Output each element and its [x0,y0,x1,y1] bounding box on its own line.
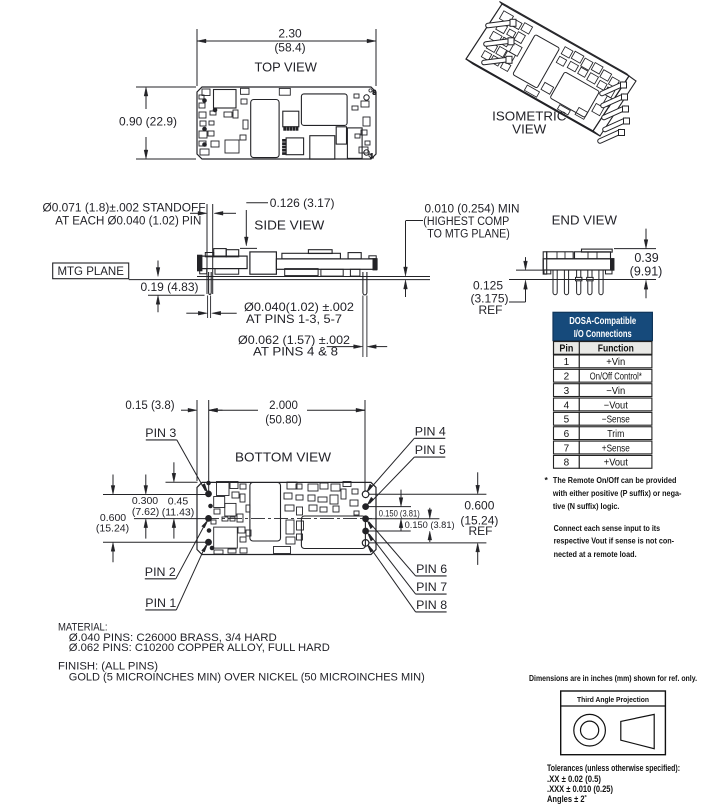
svg-text:TOP VIEW: TOP VIEW [255,59,318,74]
svg-text:−Vin: −Vin [606,386,625,397]
svg-text:Trim: Trim [607,429,624,440]
svg-text:PIN 3: PIN 3 [145,428,176,440]
svg-text:+Vout: +Vout [604,458,628,469]
svg-text:4: 4 [564,400,570,411]
svg-text:The Remote On/Off can be provi: The Remote On/Off can be provided [553,475,677,485]
svg-text:2.000: 2.000 [269,400,298,412]
svg-text:Pin: Pin [559,343,573,354]
svg-text:1: 1 [564,357,570,368]
svg-text:(9.91): (9.91) [630,264,663,278]
svg-text:END VIEW: END VIEW [552,213,618,228]
svg-text:AT PINS 1-3, 5-7: AT PINS 1-3, 5-7 [246,312,342,326]
svg-text:DOSA-Compatible: DOSA-Compatible [569,315,636,327]
svg-text:0.125: 0.125 [473,278,503,292]
svg-text:0.45: 0.45 [168,496,189,508]
svg-text:7: 7 [564,443,570,454]
svg-text:5: 5 [564,415,570,426]
svg-text:Ø.040 PINS: C26000 BRASS, 3/4: Ø.040 PINS: C26000 BRASS, 3/4 HARD [69,632,277,644]
svg-text:(HIGHEST COMP: (HIGHEST COMP [423,216,509,228]
svg-text:MTG PLANE: MTG PLANE [57,266,124,278]
svg-text:Ø.062 PINS: C10200 COPPER ALLO: Ø.062 PINS: C10200 COPPER ALLOY, FULL HA… [69,642,330,654]
svg-text:−Sense: −Sense [602,415,630,426]
svg-text:REF: REF [479,303,503,317]
svg-text:PIN 1: PIN 1 [145,598,176,610]
svg-text:Connect each sense input to it: Connect each sense input to its [554,523,661,533]
svg-text:1: 1 [370,153,374,160]
svg-text:Dimensions are in inches (mm): Dimensions are in inches (mm) shown for … [529,673,697,683]
svg-text:PIN 8: PIN 8 [416,600,447,612]
svg-text:−Vout: −Vout [604,400,628,411]
svg-text:On/Off Control*: On/Off Control* [590,372,642,383]
svg-text:3: 3 [564,386,570,397]
svg-text:GOLD (5 MICROINCHES MIN) OVER: GOLD (5 MICROINCHES MIN) OVER NICKEL (50… [69,671,425,683]
svg-text:(15.24): (15.24) [96,523,129,535]
svg-text:0.010 (0.254) MIN: 0.010 (0.254) MIN [425,203,520,215]
svg-text:(11.43): (11.43) [162,507,195,519]
svg-text:0.600: 0.600 [464,499,494,513]
svg-text:VIEW: VIEW [512,122,547,137]
svg-text:BOTTOM VIEW: BOTTOM VIEW [235,449,332,464]
svg-text:2: 2 [564,372,570,383]
svg-text:+Sense: +Sense [602,443,630,454]
svg-text:Ø0.040(1.02) ±.002: Ø0.040(1.02) ±.002 [244,300,354,314]
svg-text:Tolerances (unless otherwise s: Tolerances (unless otherwise specified): [547,763,680,773]
svg-text:*: * [545,475,549,485]
svg-text:0.15 (3.8): 0.15 (3.8) [125,400,174,412]
svg-text:PIN 5: PIN 5 [415,445,446,457]
svg-text:AT EACH Ø0.040 (1.02) PIN: AT EACH Ø0.040 (1.02) PIN [55,216,201,228]
svg-text:0.600: 0.600 [100,512,126,524]
svg-text:0.90 (22.9): 0.90 (22.9) [119,115,177,129]
svg-text:.XX ± 0.02 (0.5): .XX ± 0.02 (0.5) [547,774,601,784]
svg-text:8: 8 [564,458,570,469]
svg-text:PIN 4: PIN 4 [415,426,447,438]
svg-text:Angles ± 2˚: Angles ± 2˚ [547,794,587,804]
svg-text:I/O Connections: I/O Connections [574,328,632,340]
svg-text:Ø0.062 (1.57) ±.002: Ø0.062 (1.57) ±.002 [238,333,350,347]
svg-text:(58.4): (58.4) [274,41,305,55]
svg-text:Ø0.071 (1.8)±.002 STANDOFF: Ø0.071 (1.8)±.002 STANDOFF [43,203,206,215]
svg-text:(50.80): (50.80) [265,415,302,427]
svg-text:PIN 6: PIN 6 [416,564,447,576]
svg-text:nected at a remote load.: nected at a remote load. [554,549,637,559]
svg-text:Third Angle Projection: Third Angle Projection [577,697,649,704]
svg-text:TO MTG PLANE): TO MTG PLANE) [427,229,510,241]
svg-text:SIDE VIEW: SIDE VIEW [254,218,325,233]
svg-text:ISOMETRIC: ISOMETRIC [492,109,566,124]
svg-text:FINISH: (ALL PINS): FINISH: (ALL PINS) [58,660,158,672]
svg-text:0.300: 0.300 [132,495,158,507]
svg-text:.XXX ± 0.010 (0.25): .XXX ± 0.010 (0.25) [547,784,613,794]
svg-text:tive (N suffix) logic.: tive (N suffix) logic. [553,501,620,511]
svg-text:PIN 7: PIN 7 [416,582,447,594]
svg-text:2.30: 2.30 [278,27,302,41]
svg-text:0.150 (3.81): 0.150 (3.81) [405,520,455,530]
svg-text:AT PINS 4 & 8: AT PINS 4 & 8 [253,345,338,359]
svg-text:0.39: 0.39 [634,251,658,265]
svg-text:6: 6 [564,429,570,440]
svg-text:with either positive (P suffix: with either positive (P suffix) or nega- [552,488,681,498]
svg-text:(3.175): (3.175) [470,292,508,306]
svg-text:Function: Function [598,343,634,354]
svg-text:0.126 (3.17): 0.126 (3.17) [270,196,335,210]
svg-text:REF: REF [469,524,493,538]
svg-text:0.150 (3.81): 0.150 (3.81) [379,509,420,519]
svg-text:MATERIAL:: MATERIAL: [58,622,108,634]
svg-text:0.19 (4.83): 0.19 (4.83) [140,280,198,294]
svg-text:(15.24): (15.24) [460,513,498,527]
svg-text:+Vin: +Vin [606,357,625,368]
svg-text:PIN 2: PIN 2 [145,567,176,579]
svg-text:8: 8 [373,90,377,97]
svg-text:(7.62): (7.62) [132,506,159,518]
svg-text:respective Vout if sense is no: respective Vout if sense is not con- [554,536,675,546]
